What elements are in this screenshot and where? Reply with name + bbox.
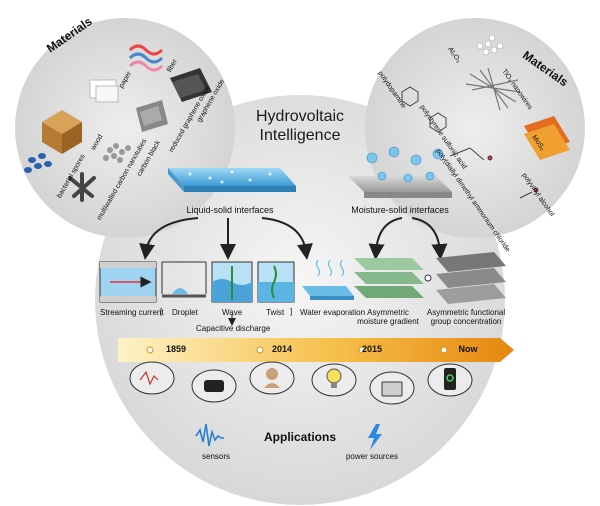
- asym-group-panel: [436, 252, 506, 304]
- sensors-wave-icon: [195, 423, 224, 447]
- label-asym-group-2: group concentration: [430, 317, 502, 326]
- paper-icon: [89, 79, 119, 103]
- label-asym-group-1: Asymmetric functional: [426, 308, 506, 317]
- year-2015: 2015: [361, 344, 383, 354]
- year-1859: 1859: [165, 344, 187, 354]
- timeline-arrow: [118, 338, 514, 362]
- flow-arrows: [139, 217, 448, 260]
- label-asym-moisture-2: moisture gradient: [357, 317, 419, 326]
- reduced-graphene-oxide-icon: [136, 100, 168, 132]
- label-capacitive-discharge: Capacitive discharge: [196, 324, 271, 333]
- wood-icon: [42, 110, 82, 154]
- water-evaporation-panel: [302, 259, 354, 300]
- timeline-dots: [146, 346, 448, 354]
- carbon-black-icon: [103, 143, 131, 163]
- moisture-solid-illustration: [348, 146, 452, 198]
- main-title-line1: Hydrovoltaic: [255, 108, 345, 125]
- bracket-open: [: [160, 307, 163, 316]
- label-sensors: sensors: [201, 452, 231, 461]
- label-power-sources: power sources: [345, 452, 399, 461]
- label-droplet: Droplet: [172, 308, 198, 317]
- main-title-line2: Intelligence: [259, 127, 341, 144]
- label-twist: Twist: [266, 308, 285, 317]
- liquid-solid-label: Liquid-solid interfaces: [186, 205, 274, 215]
- fiber-icon: [128, 44, 164, 72]
- molecule-icon: [401, 86, 539, 199]
- applications-title: Applications: [263, 430, 337, 444]
- bacterial-spores-icon: [24, 153, 52, 173]
- streaming-current-panel: [99, 261, 157, 303]
- graphene-oxide-icon: [170, 68, 212, 102]
- lightning-icon: [368, 424, 382, 450]
- liquid-solid-illustration: [168, 168, 296, 192]
- carbon-nanotubes-icon: [68, 172, 96, 202]
- wave-panel: [211, 261, 253, 303]
- moisture-solid-label: Moisture-solid interfaces: [351, 205, 449, 215]
- label-asym-moisture-1: Asymmetric: [367, 308, 409, 317]
- label-streaming-current: Streaming current: [100, 308, 164, 317]
- year-2014: 2014: [271, 344, 293, 354]
- twist-panel: [257, 261, 295, 303]
- label-wave: Wave: [222, 308, 243, 317]
- mos2-icon: [524, 116, 570, 160]
- label-water-evaporation: Water evaporation: [300, 308, 366, 317]
- asym-moisture-panel: [354, 258, 432, 298]
- tio2-nanowires-icon: [465, 67, 521, 111]
- droplet-panel: [161, 261, 207, 298]
- app-icon-details: [139, 368, 456, 397]
- app-icon-1: [129, 361, 175, 395]
- year-now: Now: [458, 344, 478, 354]
- al2o3-icon: [476, 34, 504, 56]
- bracket-close: ]: [290, 307, 293, 316]
